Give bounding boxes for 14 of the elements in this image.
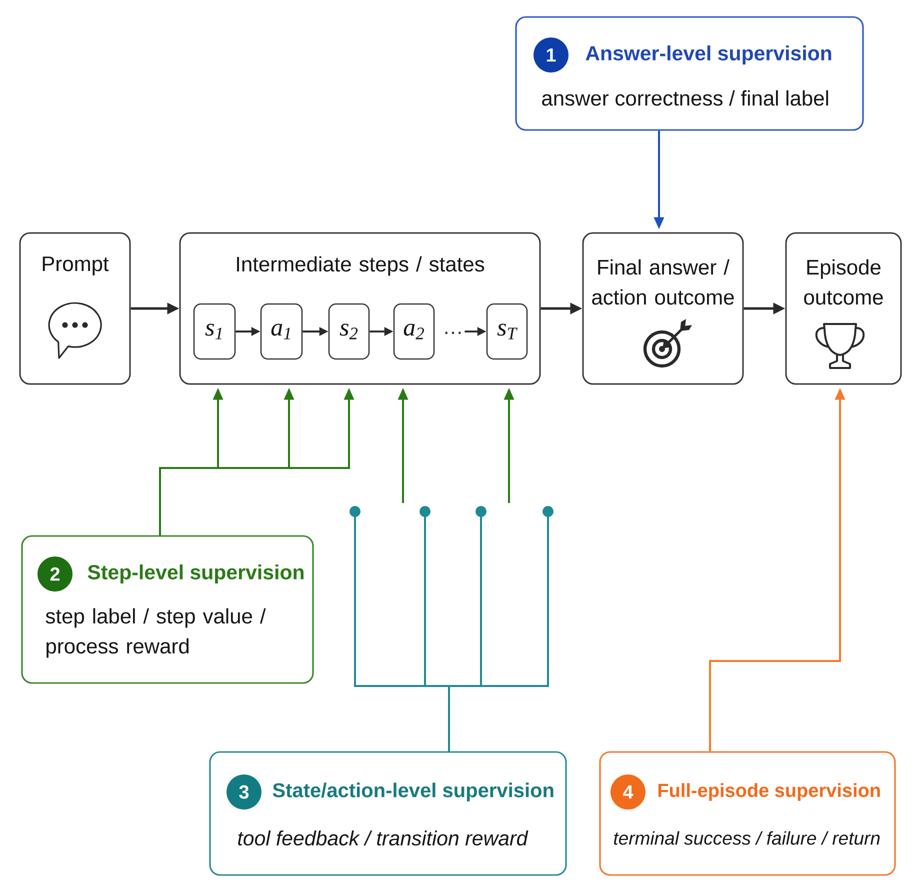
number-badge: 1: [534, 38, 568, 72]
step-box: a$_{2}$: [393, 303, 435, 360]
process-box: Episode outcome: [785, 232, 902, 385]
number-badge: 3: [226, 774, 262, 810]
process-box: Final answer / action outcome: [582, 232, 744, 385]
number-badge: 2: [38, 556, 72, 592]
step-box: s$_{1}$: [193, 303, 236, 360]
process-box: Prompt: [19, 232, 131, 385]
number-badge: 4: [610, 774, 646, 810]
step-box: a$_{1}$: [260, 303, 303, 360]
ellipsis: …: [445, 332, 461, 334]
step-box: s$_{T}$: [486, 303, 528, 360]
dot-ended-line: [448, 506, 554, 752]
step-box: s$_{2}$: [328, 303, 370, 360]
